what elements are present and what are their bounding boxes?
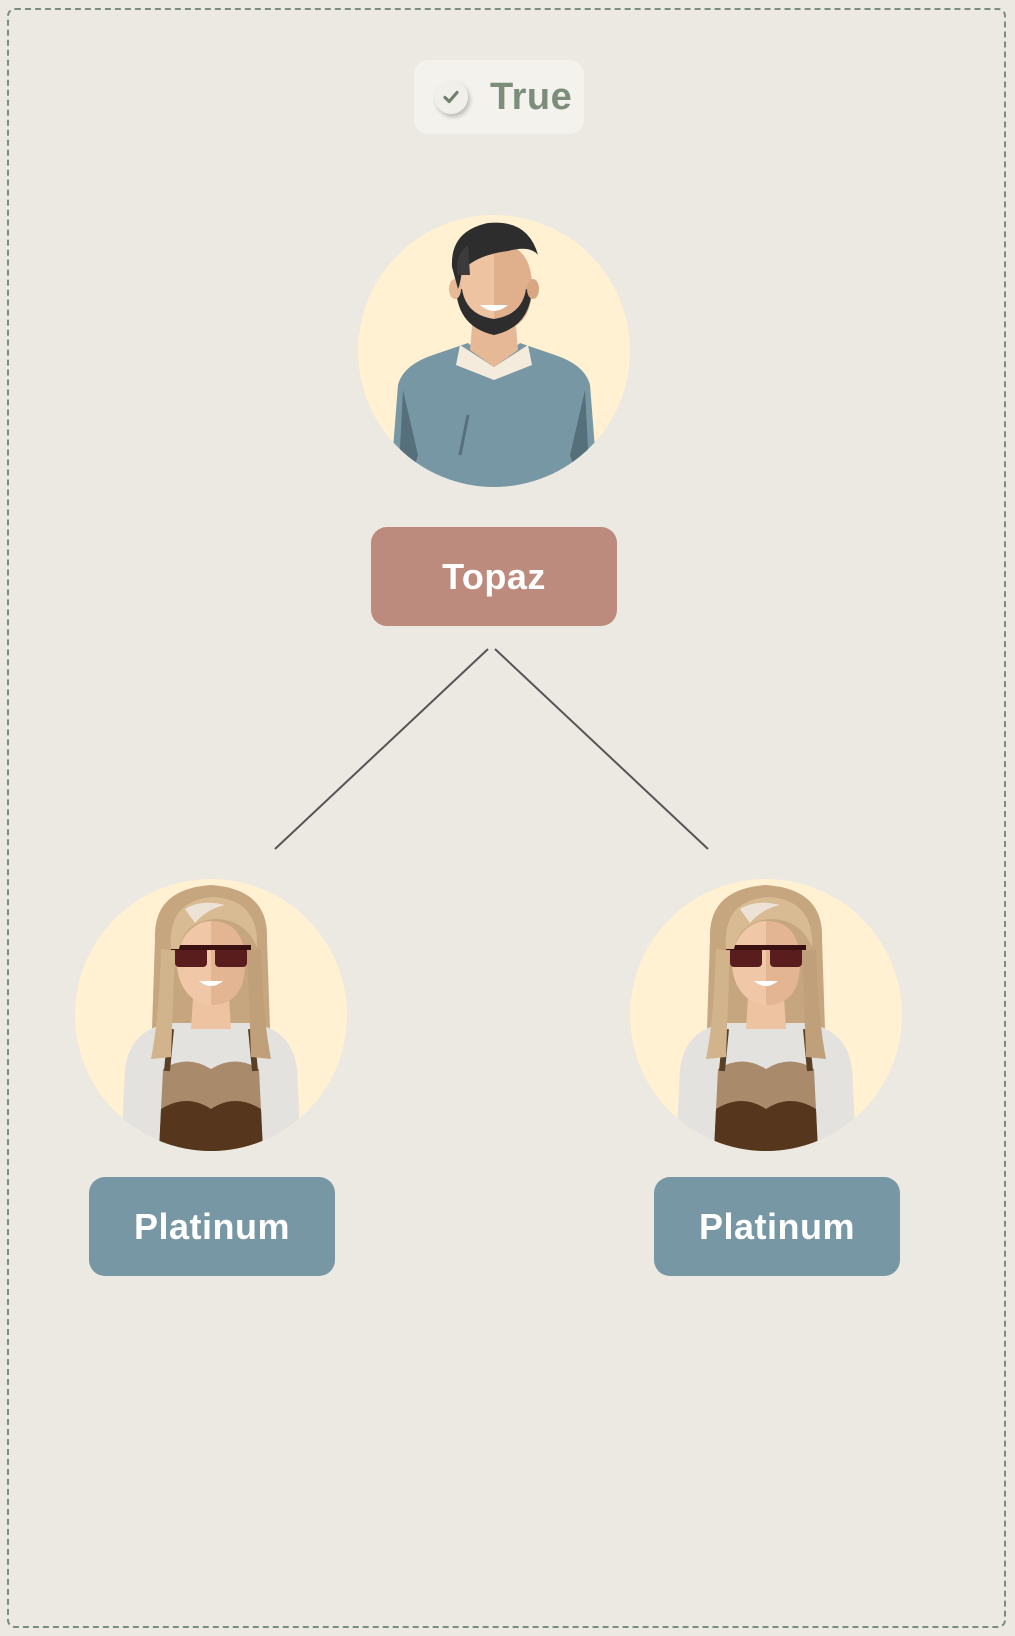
right-child-avatar — [630, 879, 902, 1151]
status-badge: True — [414, 60, 584, 134]
root-node-label: Topaz — [371, 527, 617, 626]
connector-left — [274, 648, 489, 850]
left-child-label-text: Platinum — [133, 1205, 290, 1247]
connector-right — [494, 648, 709, 850]
status-label: True — [490, 75, 573, 118]
left-child-avatar — [75, 879, 347, 1151]
right-child-label: Platinum — [654, 1177, 900, 1276]
right-child-label-text: Platinum — [698, 1205, 855, 1247]
root-label-text: Topaz — [442, 555, 546, 597]
dashed-frame — [7, 8, 1006, 1628]
left-child-label: Platinum — [89, 1177, 335, 1276]
woman-avatar-icon — [630, 879, 902, 1151]
root-avatar — [358, 215, 630, 487]
man-avatar-icon — [358, 215, 630, 487]
woman-avatar-icon — [75, 879, 347, 1151]
check-icon — [434, 80, 468, 114]
